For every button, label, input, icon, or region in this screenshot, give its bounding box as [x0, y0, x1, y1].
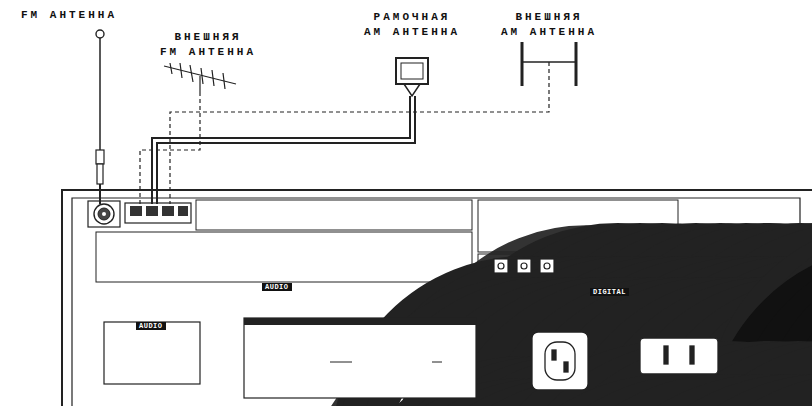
fm-wire-antenna: [96, 30, 104, 204]
ac-outlet: [532, 332, 588, 390]
optical-inputs: [494, 259, 554, 273]
loop-am-antenna: [152, 58, 428, 204]
outdoor-fm-antenna: [140, 63, 236, 204]
antenna-label: ВНЕШНЯЯ FM АНТЕННА: [148, 30, 268, 60]
antenna-label: FM АНТЕННА: [4, 8, 134, 23]
antenna-terminals: [88, 201, 191, 227]
ac-inlet: [640, 338, 718, 374]
panel-label: DIGITAL: [590, 288, 629, 296]
panel-label: AUDIO: [262, 283, 292, 291]
outdoor-am-antenna: [170, 42, 576, 204]
antenna-label: РАМОЧНАЯ AM АНТЕННА: [350, 10, 474, 40]
panel-label: AUDIO: [136, 322, 166, 330]
antenna-label: ВНЕШНЯЯ AM АНТЕННА: [490, 10, 608, 40]
speaker-terminals: [244, 318, 812, 406]
